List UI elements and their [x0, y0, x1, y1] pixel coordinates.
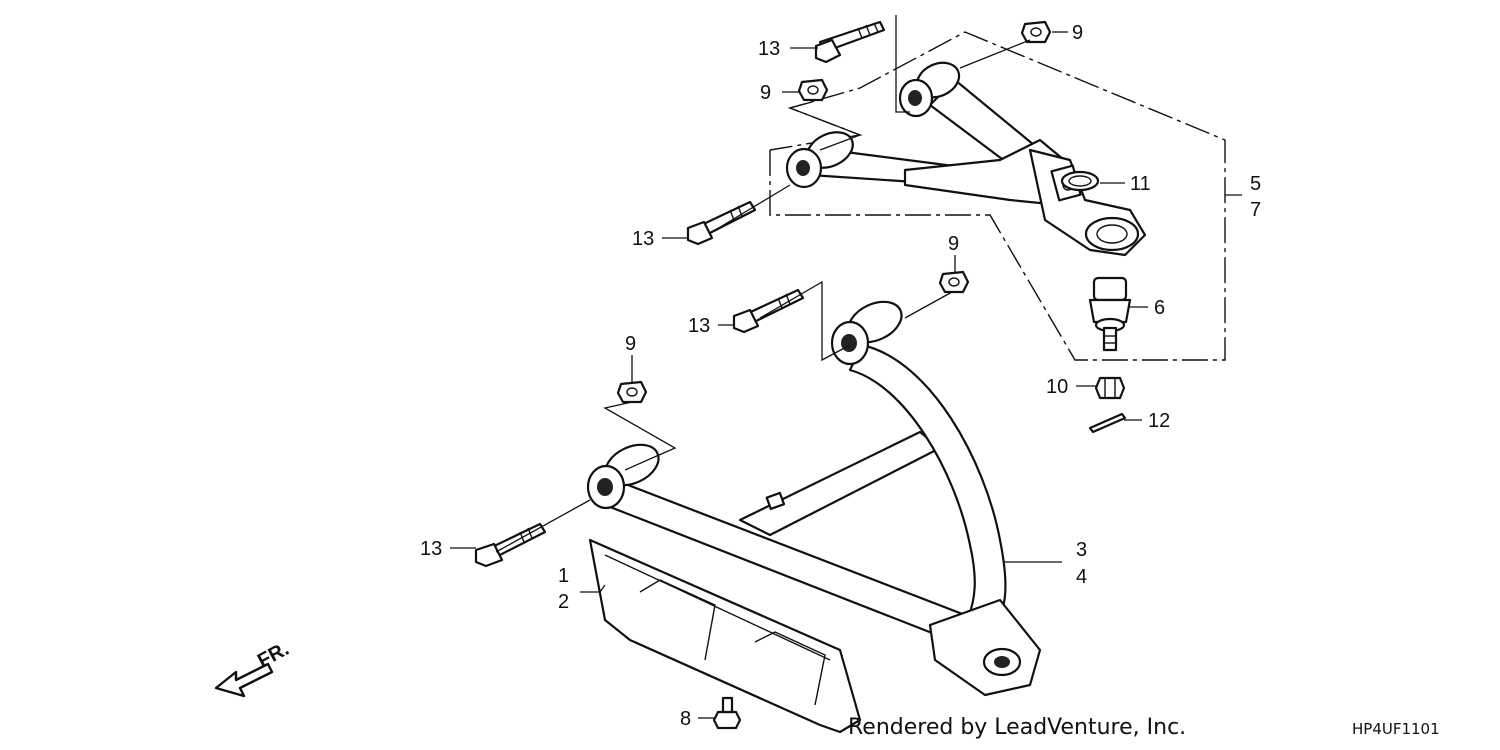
callout-13-upper-front: 13 [632, 228, 654, 250]
callout-13-lower-front: 13 [420, 538, 442, 560]
upper-arm[interactable] [785, 56, 1147, 257]
callout-6: 6 [1154, 297, 1165, 319]
ball-joint-6[interactable] [1088, 276, 1132, 352]
cotter-pin-12[interactable] [1088, 412, 1127, 434]
callout-8: 8 [680, 708, 691, 730]
callout-9-top-right: 9 [1072, 22, 1083, 44]
callout-1: 1 [558, 565, 569, 587]
nut-9-top-right[interactable] [1020, 20, 1052, 44]
callout-3: 3 [1076, 539, 1087, 561]
callout-7: 7 [1250, 199, 1261, 221]
callout-11: 11 [1130, 173, 1151, 195]
assembly-guides [495, 15, 1031, 553]
diagram-code: HP4UF1101 [1352, 720, 1440, 738]
bolt-13-top[interactable] [814, 20, 886, 64]
callout-leaders [450, 31, 1242, 719]
lower-arm[interactable] [586, 294, 1042, 697]
snap-ring-11[interactable] [1060, 170, 1100, 192]
callout-5: 5 [1250, 173, 1261, 195]
callout-2: 2 [558, 591, 569, 613]
callout-13-lower-rear: 13 [688, 315, 710, 337]
footer-credit: Rendered by LeadVenture, Inc. [848, 715, 1186, 740]
bolt-13-upper-front[interactable] [686, 200, 757, 246]
front-direction-marker: FR. [214, 638, 293, 698]
callout-12: 12 [1148, 410, 1170, 432]
callout-4: 4 [1076, 566, 1087, 588]
nut-9-middle[interactable] [938, 270, 970, 294]
callout-9-lower-left: 9 [625, 333, 636, 355]
nut-9-top-left[interactable] [797, 78, 829, 102]
bolt-8[interactable] [712, 696, 742, 730]
callout-labels: 13 9 9 11 5 7 13 9 6 13 9 10 12 13 3 4 1… [420, 22, 1261, 730]
callout-9-top-left: 9 [760, 82, 771, 104]
front-arrow-icon [214, 662, 274, 698]
callout-9-middle: 9 [948, 233, 959, 255]
skid-plate[interactable] [588, 538, 862, 734]
callout-10: 10 [1046, 376, 1068, 398]
nut-9-lower-left[interactable] [616, 380, 648, 404]
castle-nut-10[interactable] [1094, 376, 1126, 400]
callout-13-top: 13 [758, 38, 780, 60]
bolt-13-lower-rear[interactable] [732, 288, 805, 334]
